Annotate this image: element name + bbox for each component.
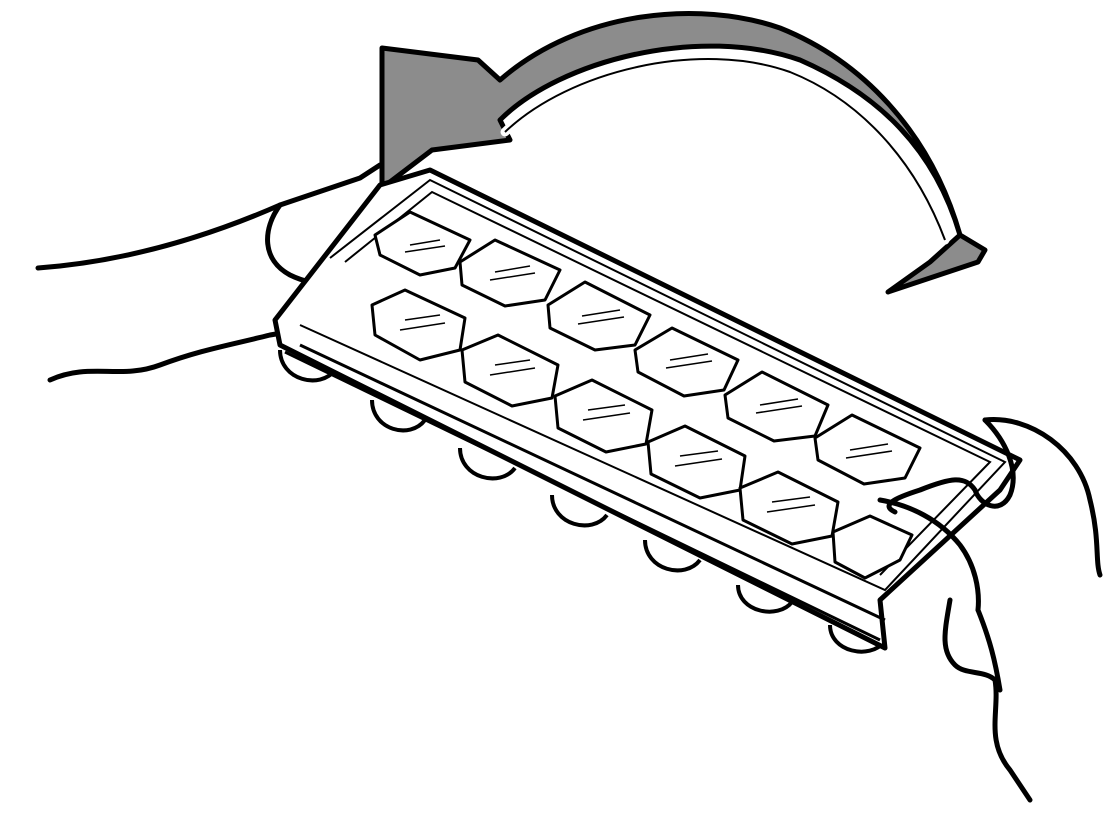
arrow-highlight bbox=[505, 59, 945, 240]
ice-tray bbox=[275, 170, 1020, 652]
